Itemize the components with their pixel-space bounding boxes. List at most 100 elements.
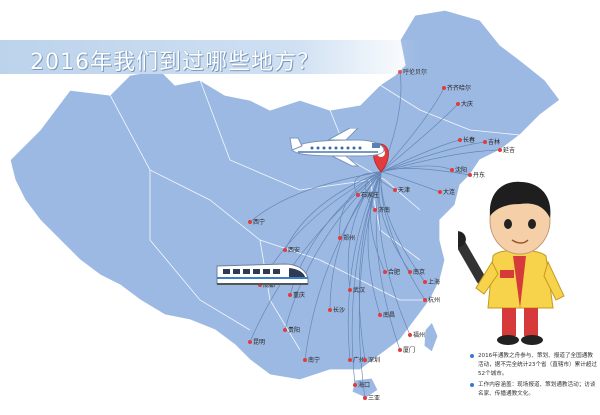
city-dot xyxy=(338,236,342,240)
route-line xyxy=(329,171,382,311)
city-dot xyxy=(383,270,387,274)
city-dot xyxy=(456,102,460,106)
notes-panel: 2016年通教之舟参与、策划、报道了全国通教活动，据不完全统计23个省（直辖市）… xyxy=(470,352,598,401)
route-line xyxy=(380,139,461,173)
city-label: 昆明 xyxy=(253,339,265,346)
note-item: 工作内容涵盖：现场报道、策划通教活动；访谈名家、传播通教文化。 xyxy=(470,381,598,399)
city-label: 南宁 xyxy=(308,356,320,364)
city-label: 武汉 xyxy=(353,286,365,294)
city-dot xyxy=(423,298,427,302)
route-line xyxy=(380,103,459,173)
title-banner xyxy=(0,40,420,74)
route-line xyxy=(351,171,382,386)
city-label: 西宁 xyxy=(253,218,265,226)
city-dot xyxy=(498,148,502,152)
city-label: 长沙 xyxy=(333,306,345,314)
city-label: 杭州 xyxy=(428,296,440,304)
city-label: 贵阳 xyxy=(288,326,300,334)
note-text: 工作内容涵盖：现场报道、策划通教活动；访谈名家、传播通教文化。 xyxy=(478,382,596,397)
city-dot xyxy=(288,293,292,297)
route-line xyxy=(380,141,486,173)
city-dot xyxy=(483,140,487,144)
city-dot xyxy=(408,270,412,274)
city-dot xyxy=(468,173,472,177)
airplane-icon xyxy=(289,128,385,167)
city-dot xyxy=(393,188,397,192)
route-line xyxy=(380,165,453,173)
route-line xyxy=(378,171,411,336)
taiwan-island xyxy=(423,321,439,353)
city-label: 深圳 xyxy=(368,356,380,364)
city-dot xyxy=(450,168,454,172)
bullet-icon xyxy=(470,383,474,387)
city-label: 合肥 xyxy=(388,268,400,276)
city-label: 重庆 xyxy=(293,291,305,299)
city-label: 石家庄 xyxy=(361,191,379,199)
city-label: 上海 xyxy=(428,278,440,286)
city-dot xyxy=(423,280,427,284)
city-label: 厦门 xyxy=(403,346,415,354)
city-dot xyxy=(378,313,382,317)
city-label: 大庆 xyxy=(461,100,473,108)
city-dot xyxy=(438,190,442,194)
city-label: 丹东 xyxy=(473,171,485,179)
route-line xyxy=(380,87,445,173)
city-label: 海口 xyxy=(358,381,370,389)
route-line xyxy=(380,171,441,193)
route-line xyxy=(304,171,382,361)
city-label: 长春 xyxy=(463,136,475,144)
city-dot xyxy=(248,220,252,224)
china-landmass xyxy=(9,9,561,381)
city-label: 天津 xyxy=(398,187,410,194)
bullet-icon xyxy=(470,354,474,358)
route-line xyxy=(284,171,382,251)
route-line xyxy=(347,171,382,361)
route-line xyxy=(380,171,426,301)
city-label: 大连 xyxy=(443,188,455,196)
route-line xyxy=(358,171,382,399)
city-dot xyxy=(363,396,367,400)
city-label: 南昌 xyxy=(383,311,395,319)
city-label: 福州 xyxy=(413,331,425,339)
city-dot xyxy=(442,86,446,90)
route-line xyxy=(375,171,401,351)
city-dot xyxy=(363,358,367,362)
city-dot xyxy=(248,340,252,344)
high-speed-train-icon xyxy=(216,263,309,285)
city-dot xyxy=(408,333,412,337)
city-label: 广州 xyxy=(353,356,365,364)
route-line xyxy=(380,168,471,176)
city-label: 西安 xyxy=(288,246,300,254)
city-label: 沈阳 xyxy=(455,166,467,174)
city-label: 延吉 xyxy=(503,146,515,154)
route-line xyxy=(249,171,382,343)
route-line xyxy=(249,171,382,223)
city-dot xyxy=(353,383,357,387)
city-dot xyxy=(398,348,402,352)
city-label: 郑州 xyxy=(343,234,355,242)
city-markers: 呼伦贝尔齐齐哈尔大庆长春吉林延吉沈阳丹东大连天津石家庄济南郑州西安西宁武汉长沙上… xyxy=(248,68,515,402)
city-dot xyxy=(303,358,307,362)
city-dot xyxy=(458,138,462,142)
city-dot xyxy=(283,248,287,252)
note-text: 2016年通教之舟参与、策划、报道了全国通教活动，据不完全统计23个省（直辖市）… xyxy=(478,353,597,377)
page-title: 2016年我们到过哪些地方？ xyxy=(30,50,320,75)
city-label: 南京 xyxy=(413,268,425,276)
city-dot xyxy=(373,208,377,212)
hainan-island xyxy=(351,377,379,399)
city-label: 济南 xyxy=(378,206,390,214)
note-item: 2016年通教之舟参与、策划、报道了全国通教活动，据不完全统计23个省（直辖市）… xyxy=(470,352,598,379)
city-dot xyxy=(348,358,352,362)
city-label: 齐齐哈尔 xyxy=(447,84,471,92)
city-dot xyxy=(348,288,352,292)
city-label: 吉林 xyxy=(488,138,500,146)
city-label: 三亚 xyxy=(368,395,380,402)
reporter-mascot-icon xyxy=(458,181,565,345)
city-dot xyxy=(328,308,332,312)
city-dot xyxy=(283,328,287,332)
route-line xyxy=(284,171,382,331)
city-dot xyxy=(356,193,360,197)
route-line xyxy=(380,149,501,173)
